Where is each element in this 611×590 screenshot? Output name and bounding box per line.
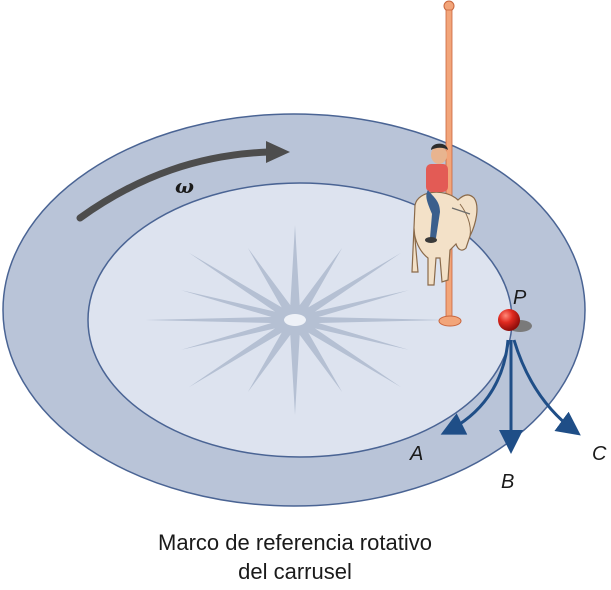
caption-line-1: Marco de referencia rotativo [158,530,432,555]
path-a-label: A [409,443,423,465]
path-c-trajectory [512,339,581,436]
rotation-arrowhead [266,141,290,163]
carousel-horse-icon [411,191,478,286]
caption-line-2: del carrusel [238,559,352,584]
omega-label: ω [175,174,194,198]
point-label: P [513,287,527,309]
diagram-caption: Marco de referencia rotativo del carruse… [0,528,590,586]
path-a-trajectory [440,339,510,435]
ball-icon [498,309,520,331]
rider-icon [425,143,448,243]
path-c-label: C [592,443,607,465]
rotation-arrow-icon [76,148,272,222]
star-center [284,314,306,326]
path-b-label: B [501,471,514,493]
